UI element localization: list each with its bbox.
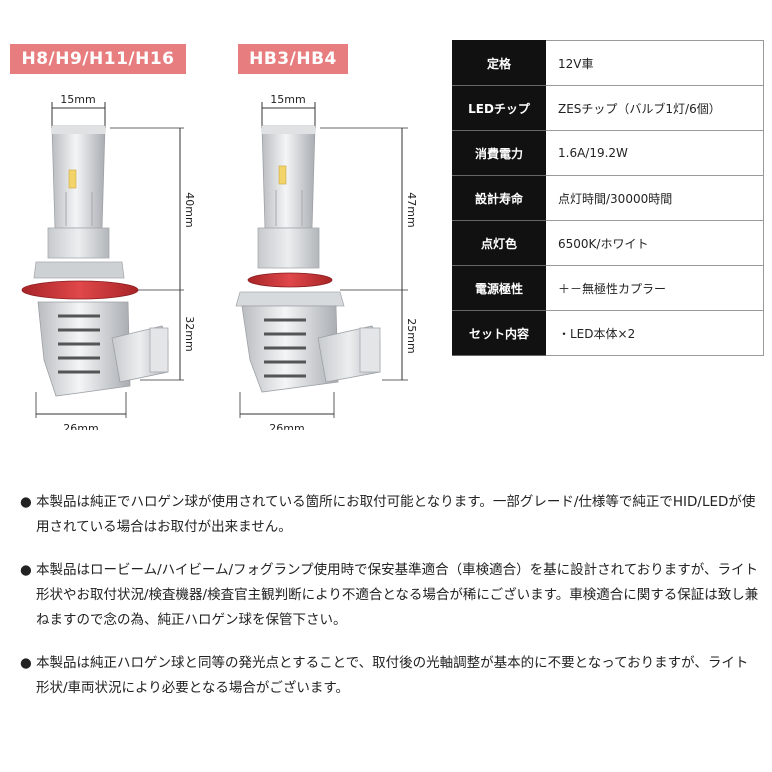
dim-text-bottom: 26mm [63, 422, 98, 430]
spec-row: 設計寿命点灯時間/30000時間 [452, 175, 764, 221]
spec-key: LEDチップ [452, 85, 546, 131]
width-dimension-bottom: 26mm [239, 392, 335, 430]
notes-section: ●本製品は純正でハロゲン球が使用されている箇所にお取付可能となります。一部グレー… [20, 490, 760, 719]
led-chip [68, 169, 77, 189]
height-dimension: 40mm 32mm [110, 127, 196, 381]
dim-text-lower: 25mm [405, 318, 418, 353]
dim-text-bottom: 26mm [269, 422, 304, 430]
led-chip [278, 165, 287, 185]
spec-value: ZESチップ（バルブ1灯/6個） [545, 85, 764, 131]
dim-text-lower: 32mm [183, 316, 196, 351]
red-ring [247, 272, 333, 288]
spec-key: 定格 [452, 40, 546, 86]
note-text: 本製品はロービーム/ハイビーム/フォグランプ使用時で保安基準適合（車検適合）を基… [36, 562, 759, 628]
spec-value: 1.6A/19.2W [545, 130, 764, 176]
width-dimension-top: 15mm [261, 93, 316, 128]
dim-text-top: 15mm [270, 93, 305, 106]
spec-value: 12V車 [545, 40, 764, 86]
spec-row: 電源極性＋－無極性カプラー [452, 265, 764, 311]
height-dimension: 47mm 25mm [320, 127, 418, 381]
dim-text-upper: 47mm [405, 192, 418, 227]
bulb-type-tag-h8-h16: H8/H9/H11/H16 [10, 44, 186, 74]
spec-key: 設計寿命 [452, 175, 546, 221]
spec-key: 消費電力 [452, 130, 546, 176]
bullet-icon: ● [20, 494, 32, 510]
bulb-h8-h16: 15mm 40mm 32mm [21, 93, 196, 430]
bulb-hb3-hb4: 15mm 47mm 25mm [235, 93, 418, 430]
spec-row: セット内容・LED本体×2 [452, 310, 764, 356]
width-dimension-top: 15mm [51, 93, 106, 128]
spec-key: セット内容 [452, 310, 546, 356]
bullet-icon: ● [20, 562, 32, 578]
note-item: ●本製品はロービーム/ハイビーム/フォグランプ使用時で保安基準適合（車検適合）を… [20, 558, 760, 633]
spec-key: 点灯色 [452, 220, 546, 266]
note-item: ●本製品は純正でハロゲン球が使用されている箇所にお取付可能となります。一部グレー… [20, 490, 760, 540]
bulb-diagrams: 15mm 40mm 32mm [21, 93, 418, 430]
dim-text-upper: 40mm [183, 192, 196, 227]
note-text: 本製品は純正ハロゲン球と同等の発光点とすることで、取付後の光軸調整が基本的に不要… [36, 655, 749, 696]
note-item: ●本製品は純正ハロゲン球と同等の発光点とすることで、取付後の光軸調整が基本的に不… [20, 651, 760, 701]
spec-value: ・LED本体×2 [545, 310, 764, 356]
spec-value: 点灯時間/30000時間 [545, 175, 764, 221]
note-text: 本製品は純正でハロゲン球が使用されている箇所にお取付可能となります。一部グレード… [36, 494, 756, 535]
bullet-icon: ● [20, 655, 32, 671]
bulb-type-tag-hb3-hb4: HB3/HB4 [238, 44, 348, 74]
spec-key: 電源極性 [452, 265, 546, 311]
red-flange [21, 280, 139, 300]
spec-value: ＋－無極性カプラー [545, 265, 764, 311]
spec-value: 6500K/ホワイト [545, 220, 764, 266]
dim-text-top: 15mm [60, 93, 95, 106]
width-dimension-bottom: 26mm [35, 392, 127, 430]
